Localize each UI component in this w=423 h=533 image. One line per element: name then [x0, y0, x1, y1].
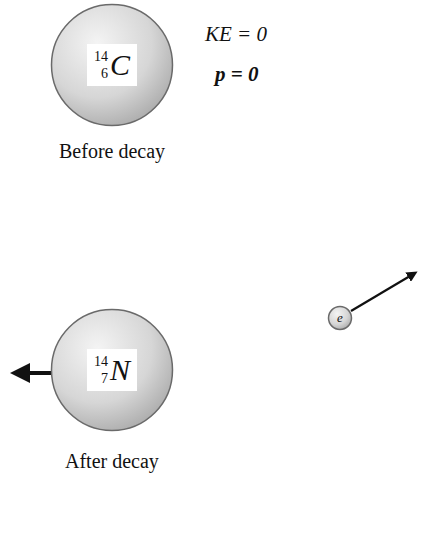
recoil-arrow	[26, 371, 52, 375]
momentum-label: p = 0	[215, 62, 258, 87]
mass-number: 14	[94, 353, 108, 370]
element-symbol: N	[110, 352, 130, 388]
caption-label: Before decay	[59, 140, 165, 163]
mass-number: 14	[94, 48, 108, 65]
nuclide-box: 147N	[87, 349, 137, 391]
atomic-number: 6	[101, 65, 108, 82]
caption-label: After decay	[65, 450, 159, 473]
atomic-number: 7	[101, 370, 108, 387]
kinetic-energy-label: KE = 0	[205, 22, 267, 47]
nuclide-box: 146C	[87, 44, 137, 86]
nuclide-numbers: 146	[94, 48, 108, 82]
electron-arrow	[351, 276, 410, 311]
particle-label: e	[337, 310, 343, 326]
parent-nucleus: 146C	[50, 3, 174, 127]
nuclide-numbers: 147	[94, 353, 108, 387]
daughter-nucleus: 147N	[50, 308, 174, 432]
electron: e	[327, 305, 353, 331]
element-symbol: C	[110, 47, 130, 83]
